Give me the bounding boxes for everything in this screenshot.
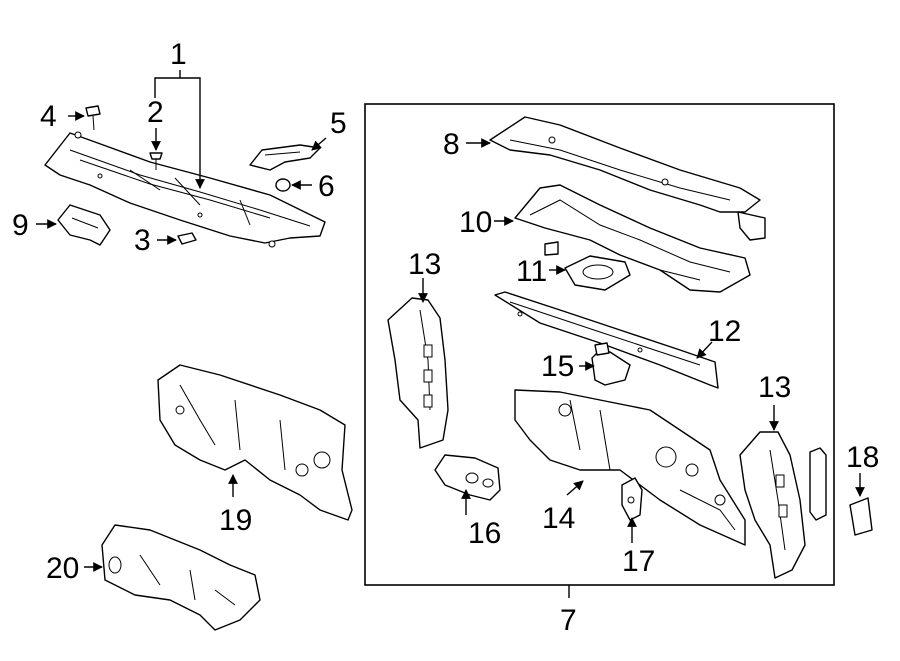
part-14-dash-panel [514,389,746,546]
callout-14: 14 [542,502,575,535]
part-3-clip [177,232,197,245]
callout-13-right: 13 [758,371,791,404]
callout-6: 6 [318,170,335,203]
callout-13-left: 13 [408,248,441,281]
callout-18: 18 [846,441,879,474]
callout-5: 5 [330,107,347,140]
part-10-plenum-lower [514,184,751,293]
part-5-bracket [249,144,321,171]
callout-1: 1 [170,38,187,71]
part-16-reinforcement [434,454,501,501]
leader-1 [154,77,205,189]
callout-17: 17 [622,545,655,578]
leader-5 [311,137,327,151]
callout-7: 7 [560,604,577,637]
part-strip [809,447,827,521]
part-8-plenum-upper [489,116,766,241]
part-9-bracket [57,204,111,246]
part-20-insulator [101,524,261,631]
group-box-7 [364,103,835,586]
part-11-cover [544,241,631,291]
leader-12 [696,341,713,359]
callout-11: 11 [516,255,547,288]
callout-10: 10 [459,206,492,239]
part-12-rail [494,291,719,389]
callout-12: 12 [708,315,741,348]
part-4-bolt [85,105,101,131]
callout-16: 16 [468,517,501,550]
callout-9: 9 [12,209,29,242]
callout-2: 2 [147,96,164,129]
part-6-grommet [275,178,291,192]
callout-15: 15 [541,350,574,383]
part-19-dash-insulator [157,364,353,521]
part-13-pillar-left [387,297,449,449]
callout-4: 4 [40,100,57,133]
part-13-pillar-right [739,431,806,579]
part-15-bracket [591,342,631,386]
part-17-brace [621,477,643,521]
part-2-screw [149,152,163,170]
leader-14 [566,480,584,496]
part-1-cowl-panel [44,131,326,248]
callout-3: 3 [134,224,151,257]
callout-8: 8 [443,128,460,161]
callout-20: 20 [46,552,79,585]
part-18-plate [849,497,873,536]
callout-19: 19 [219,504,252,537]
